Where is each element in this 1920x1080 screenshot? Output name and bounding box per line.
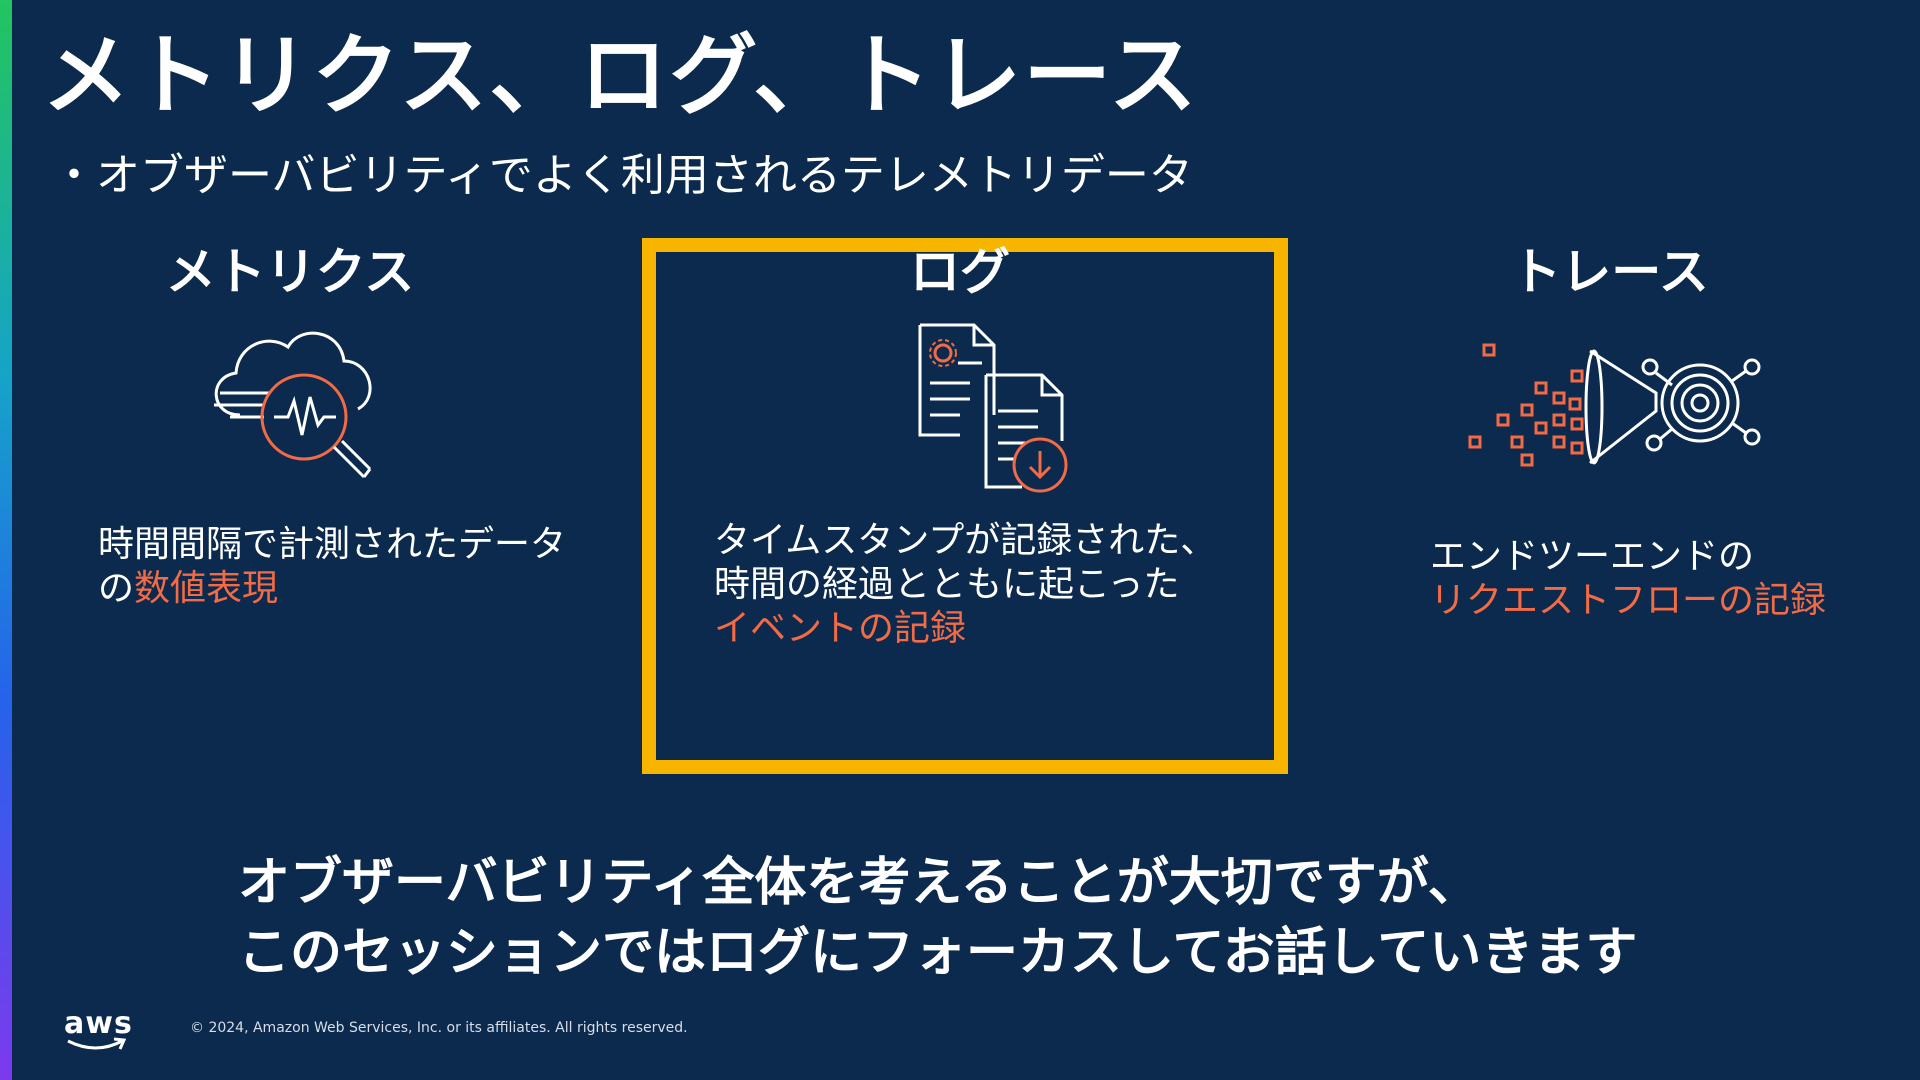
logs-column: ログ タイムスタンプが記録された、 時間の経過とともに起こった イベントの記録 — [680, 240, 1240, 651]
slide-subtitle: ・オブザーバビリティでよく利用されるテレメトリデータ — [52, 150, 1193, 201]
logs-desc-highlight: イベントの記録 — [714, 608, 967, 649]
logs-desc-line2: 時間の経過とともに起こった — [714, 564, 1180, 605]
key-message-line1: オブザーバビリティ全体を考えることが大切ですが、 — [238, 853, 1480, 913]
trace-funnel-icon — [1468, 343, 1761, 467]
key-message: オブザーバビリティ全体を考えることが大切ですが、 このセッションではログにフォー… — [238, 848, 1637, 988]
aws-logo-text: aws — [64, 1006, 133, 1041]
documents-download-icon — [918, 323, 1068, 493]
metrics-desc-highlight: 数値表現 — [134, 568, 279, 609]
traces-description: エンドツーエンドの リクエストフローの記録 — [1430, 535, 1890, 623]
metrics-heading: メトリクス — [165, 243, 415, 301]
accent-gradient-bar — [0, 0, 12, 1080]
logs-description: タイムスタンプが記録された、 時間の経過とともに起こった イベントの記録 — [714, 519, 1240, 651]
copyright-notice: © 2024, Amazon Web Services, Inc. or its… — [190, 1020, 688, 1036]
logs-heading: ログ — [910, 243, 1010, 301]
aws-smile-icon — [67, 1037, 127, 1050]
cloud-search-pulse-icon — [214, 331, 372, 479]
metrics-column: メトリクス 時間間隔で計測されたデータ の数値表現 — [10, 240, 570, 611]
metrics-desc-line1: 時間間隔で計測されたデータ — [98, 524, 567, 565]
metrics-description: 時間間隔で計測されたデータ の数値表現 — [98, 523, 570, 611]
logs-desc-line1: タイムスタンプが記録された、 — [714, 520, 1217, 561]
key-message-line2: このセッションではログにフォーカスしてお話していきます — [238, 923, 1638, 983]
traces-column: トレース — [1330, 240, 1890, 623]
aws-logo: aws — [64, 1006, 133, 1055]
traces-desc-highlight: リクエストフローの記録 — [1430, 580, 1827, 621]
traces-heading: トレース — [1511, 243, 1709, 301]
metrics-desc-prefix: の — [98, 568, 135, 609]
slide-title: メトリクス、ログ、トレース — [42, 24, 1199, 127]
logs-highlight-box — [642, 238, 1288, 774]
traces-desc-line1: エンドツーエンドの — [1430, 536, 1755, 577]
metrics-desc-line2: の数値表現 — [98, 567, 570, 611]
